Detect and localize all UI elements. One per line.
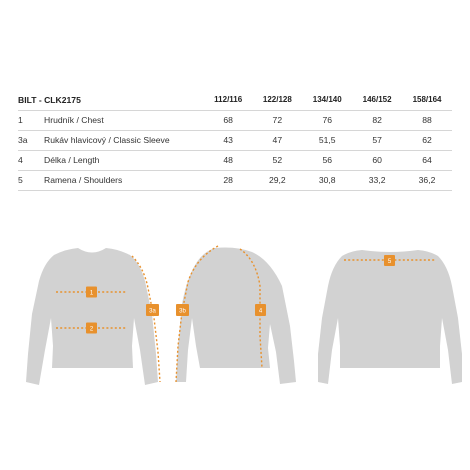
measure-id: 3a [18,130,44,151]
chest-marker: 1 [86,286,97,298]
measure-value: 36,2 [402,170,452,191]
svg-text:5: 5 [388,259,392,265]
measure-label: Délka / Length [44,150,204,171]
measure-value: 60 [352,150,403,171]
measure-id: 1 [18,110,44,131]
sleeve-front-marker: 3a [146,304,159,316]
measure-value: 56 [302,150,353,171]
measure-value: 43 [204,130,253,151]
sweater-front-view: 1 2 3a [26,248,161,385]
measure-value: 48 [204,150,253,171]
measure-value: 88 [402,110,452,131]
measure-value: 28 [204,170,253,191]
table-row: 1 Hrudník / Chest 68 72 76 82 88 [18,110,452,131]
shoulders-marker: 5 [384,255,395,266]
table-row: 5 Ramena / Shoulders 28 29,2 30,8 33,2 3… [18,170,452,191]
measure-value: 72 [252,110,303,131]
sleeve-side-marker: 3b [176,304,189,316]
length-marker: 4 [255,304,266,316]
table-header-row: BILT - CLK2175 112/116 122/128 134/140 1… [18,90,452,111]
size-chart-table: BILT - CLK2175 112/116 122/128 134/140 1… [18,90,452,191]
sweater-back-view: 5 [318,250,462,384]
svg-text:1: 1 [90,291,94,297]
length-measure-line [239,248,263,369]
svg-text:4: 4 [259,309,263,315]
table-row: 3a Rukáv hlavicový / Classic Sleeve 43 4… [18,130,452,151]
measure-value: 47 [252,130,303,151]
sleeve-front-measure-line [131,255,161,383]
measure-value: 76 [302,110,353,131]
size-header: 134/140 [302,90,353,111]
measure-value: 68 [204,110,253,131]
svg-text:3a: 3a [149,309,156,315]
measure-label: Ramena / Shoulders [44,170,204,191]
svg-text:2: 2 [90,327,94,333]
sweater-side-view: 3b 4 [175,245,296,384]
measure-value: 52 [252,150,303,171]
measure-label: Rukáv hlavicový / Classic Sleeve [44,130,204,151]
svg-text:3b: 3b [179,309,186,315]
measure-value: 62 [402,130,452,151]
measure-value: 57 [352,130,403,151]
measure-value: 64 [402,150,452,171]
measure-value: 30,8 [302,170,353,191]
measure-value: 29,2 [252,170,303,191]
garment-measurement-diagram: 1 2 3a 3b 4 5 [26,245,462,385]
measure-value: 82 [352,110,403,131]
hem-marker: 2 [86,322,97,334]
measure-id: 5 [18,170,44,191]
size-header: 146/152 [352,90,403,111]
size-header: 158/164 [402,90,452,111]
product-code: BILT - CLK2175 [18,90,204,111]
size-header: 122/128 [252,90,303,111]
measure-value: 33,2 [352,170,403,191]
table-row: 4 Délka / Length 48 52 56 60 64 [18,150,452,171]
measure-id: 4 [18,150,44,171]
measure-label: Hrudník / Chest [44,110,204,131]
size-header: 112/116 [204,90,253,111]
measure-value: 51,5 [302,130,353,151]
